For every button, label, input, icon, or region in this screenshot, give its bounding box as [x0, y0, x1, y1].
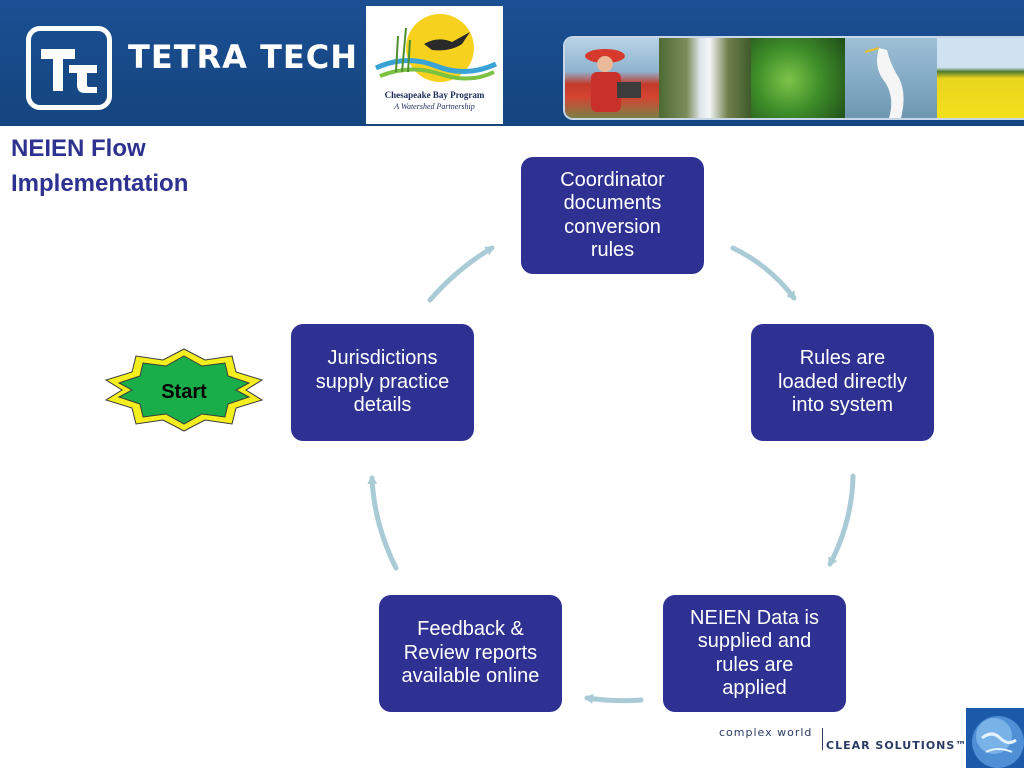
node-line: loaded directly	[778, 370, 907, 393]
chesapeake-bay-program-logo-icon: Chesapeake Bay Program A Watershed Partn…	[366, 6, 503, 124]
node-jurisdictions: Jurisdictions supply practice details	[291, 324, 474, 441]
node-line: rules	[590, 239, 635, 261]
photo-strip	[563, 36, 1024, 120]
node-feedback: Feedback & Review reports available onli…	[379, 595, 562, 712]
node-rules-loaded: Rules are loaded directly into system	[751, 324, 934, 441]
waterfall-photo	[659, 38, 751, 118]
node-line: rules are	[715, 653, 794, 676]
arrow-rules-to-neien	[827, 473, 856, 567]
arrow-jurisdictions-to-coordinator	[427, 245, 495, 303]
arrow-neien-to-feedback	[584, 693, 644, 704]
arrow-coordinator-to-rules	[730, 245, 797, 301]
node-line: supplied and	[697, 630, 812, 652]
footer-tagline-left: complex world	[719, 726, 813, 739]
node-line: applied	[722, 677, 787, 699]
node-line: conversion	[564, 215, 661, 238]
page-title: NEIEN Flow Implementation	[11, 135, 189, 197]
partner-name: Chesapeake Bay Program	[384, 90, 485, 100]
node-line: NEIEN Data is	[690, 606, 819, 629]
node-neien-data: NEIEN Data is supplied and rules are app…	[663, 595, 846, 712]
header-banner: TETRA TECH Chesapeake Bay Program A Wate…	[0, 0, 1024, 126]
globe-icon	[966, 708, 1024, 768]
node-line: Rules are	[799, 347, 886, 370]
node-line: supply practice	[315, 370, 450, 393]
node-line: Coordinator	[560, 168, 665, 191]
start-label: Start	[161, 381, 207, 403]
start-burst: Start	[104, 348, 264, 432]
node-line: into system	[791, 394, 894, 417]
node-line: documents	[563, 192, 662, 214]
node-line: Feedback &	[417, 618, 524, 641]
footer-divider	[822, 728, 823, 750]
node-line: Review reports	[403, 641, 538, 664]
hiker-laptop-photo	[565, 38, 659, 118]
egret-photo	[845, 38, 937, 118]
node-line: Jurisdictions	[327, 347, 438, 370]
yellow-field-photo	[937, 38, 1024, 118]
node-line: details	[353, 394, 412, 417]
node-line: available online	[401, 665, 540, 688]
footer-tagline-right: CLEAR SOLUTIONS™	[826, 739, 968, 752]
partner-tagline: A Watershed Partnership	[394, 102, 475, 111]
green-leaves-photo	[751, 38, 845, 118]
tetra-tech-logo-icon	[26, 26, 112, 110]
brand-name: TETRA TECH	[128, 38, 359, 76]
arrow-feedback-to-jurisdictions	[367, 475, 399, 571]
node-coordinator: Coordinator documents conversion rules	[521, 157, 704, 274]
